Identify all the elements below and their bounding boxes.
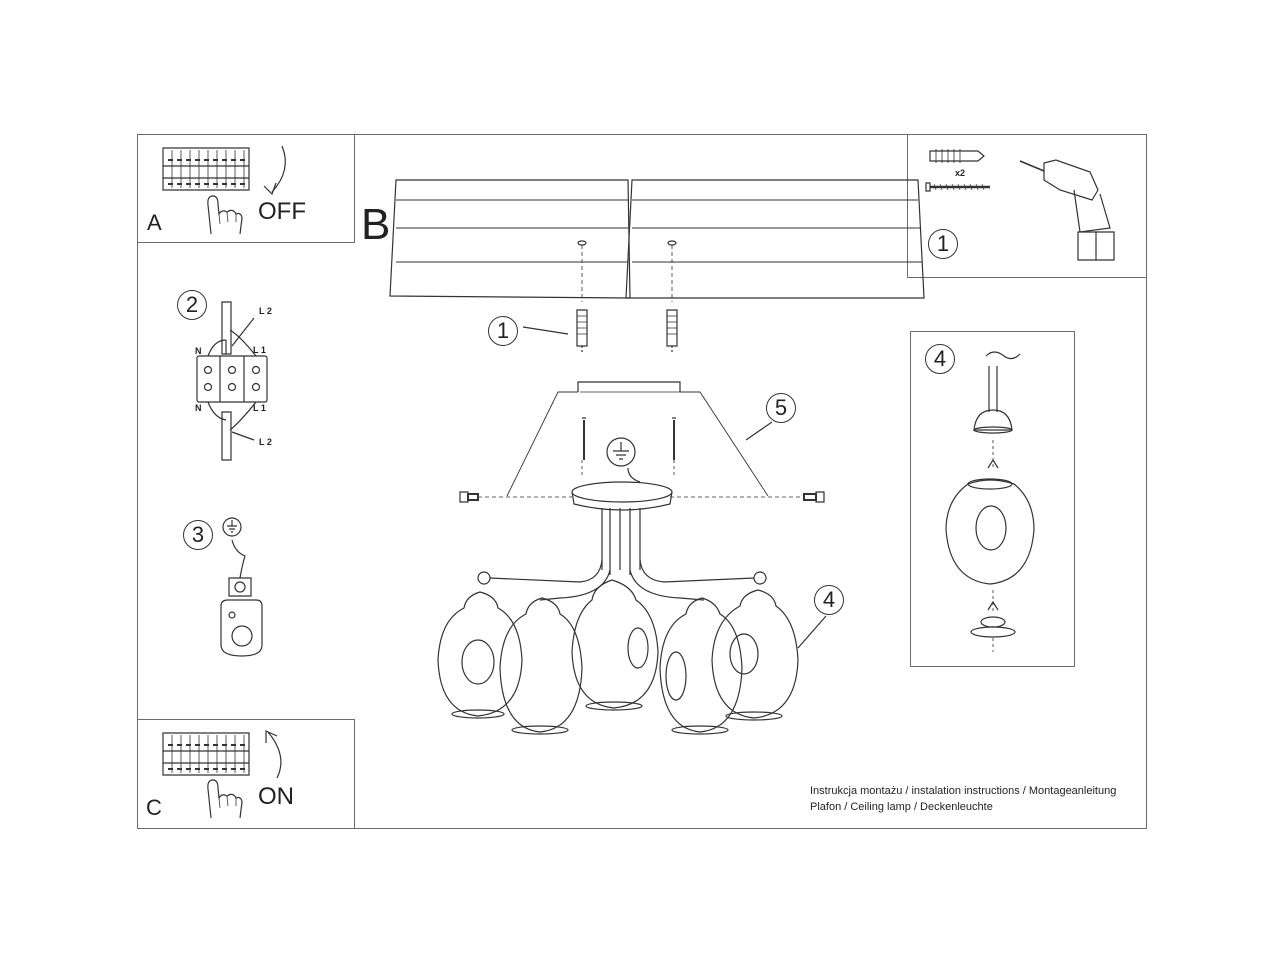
anchor-quantity: x2	[955, 168, 966, 178]
step-2-badge: 2	[177, 290, 207, 320]
callout-4-detail: 4	[925, 344, 955, 374]
panel-tools	[907, 134, 1147, 278]
wire-label-n-top: N	[195, 346, 202, 356]
canopy-icon	[572, 482, 672, 575]
callout-4-shades: 4	[814, 585, 844, 615]
step-1-tools-badge: 1	[928, 229, 958, 259]
arrow-up-icon	[268, 732, 281, 778]
panel-c-letter: C	[146, 795, 162, 820]
lamp-arms-icon	[478, 560, 766, 600]
hand-on-icon	[208, 780, 242, 818]
glass-shade-5-icon	[712, 590, 798, 720]
hand-off-icon	[208, 196, 242, 234]
anchor-plug-left-icon	[577, 310, 587, 354]
shade-detail-icon	[946, 352, 1034, 652]
wire-label-l2-bottom: L 2	[259, 437, 272, 447]
earth-symbol-icon	[607, 438, 635, 466]
wire-label-n-bottom: N	[195, 403, 202, 413]
screw-icon	[926, 183, 990, 191]
ground-symbol-icon	[223, 518, 241, 536]
breaker-panel-off-icon	[163, 148, 249, 190]
arrow-down-icon	[272, 146, 285, 192]
panel-c-on	[137, 719, 355, 829]
wire-label-l1-top: L 1	[253, 345, 266, 355]
outer-frame	[137, 134, 1147, 829]
footer-product-type: Plafon / Ceiling lamp / Deckenleuchte	[810, 801, 993, 813]
glass-shade-3-icon	[572, 580, 658, 710]
ground-clamp-icon	[221, 578, 262, 656]
drill-icon	[1020, 160, 1114, 260]
panel-a-action: OFF	[258, 198, 306, 225]
wall-plug-icon	[930, 149, 984, 163]
glass-shade-2-icon	[500, 598, 582, 734]
ceiling-icon	[390, 180, 924, 302]
panel-shade-detail	[910, 331, 1075, 667]
mounting-bracket-icon	[578, 382, 680, 392]
side-screw-left-icon	[460, 492, 572, 502]
anchor-plug-right-icon	[667, 310, 677, 354]
side-screw-right-icon	[670, 492, 824, 502]
panel-a-letter: A	[147, 210, 162, 235]
callout-1-anchors: 1	[488, 316, 518, 346]
wire-label-l2-top: L 2	[259, 306, 272, 316]
wire-label-l1-bottom: L 1	[253, 403, 266, 413]
glass-shade-4-icon	[660, 598, 742, 734]
footer-instructions: Instrukcja montażu / instalation instruc…	[810, 785, 1117, 797]
terminal-block-icon	[197, 302, 267, 460]
panel-b-letter: B	[361, 200, 391, 249]
panel-c-action: ON	[258, 783, 294, 810]
panel-a-off	[137, 134, 355, 243]
callout-5-bracket: 5	[766, 393, 796, 423]
breaker-panel-on-icon	[163, 733, 249, 775]
step-3-badge: 3	[183, 520, 213, 550]
glass-shade-1-icon	[438, 592, 522, 718]
